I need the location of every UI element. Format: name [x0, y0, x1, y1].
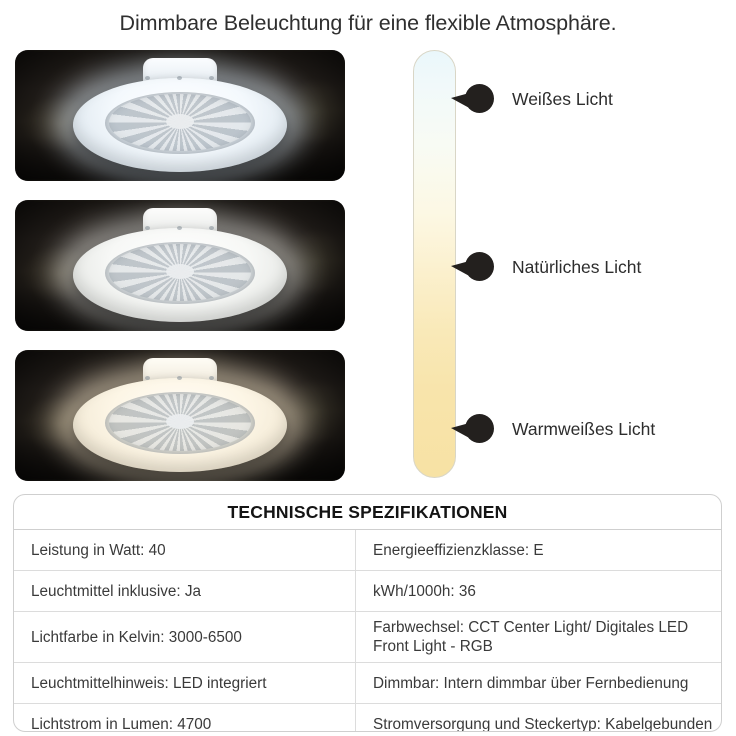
spec-text: kWh/1000h: 36 — [373, 582, 476, 600]
ceiling-fan-lamp — [55, 58, 305, 181]
product-photo-cool-white — [15, 50, 345, 181]
ceiling-fan-lamp — [55, 208, 305, 331]
table-row: Lichtfarbe in Kelvin: 3000-6500 Farbwech… — [14, 612, 721, 663]
spec-cell-bulb-included: Leuchtmittel inklusive: Ja — [14, 571, 356, 611]
scale-label-warm-white-light: Warmweißes Licht — [512, 419, 656, 439]
table-row: Leistung in Watt: 40 Energieeffizienzkla… — [14, 530, 721, 571]
lamp-screw-icon — [209, 376, 214, 380]
spec-cell-energy-class: Energieeffizienzklasse: E — [356, 530, 721, 570]
spec-cell-luminous-flux: Lichtstrom in Lumen: 4700 — [14, 704, 356, 732]
lamp-screw-icon — [145, 376, 150, 380]
product-photo-neutral-white — [15, 200, 345, 331]
spec-cell-light-color-kelvin: Lichtfarbe in Kelvin: 3000-6500 — [14, 612, 356, 662]
spec-table-title: TECHNISCHE SPEZIFIKATIONEN — [14, 495, 721, 530]
page-title: Dimmbare Beleuchtung für eine flexible A… — [119, 11, 617, 35]
table-row: Leuchtmittelhinweis: LED integriert Dimm… — [14, 663, 721, 704]
lamp-screw-icon — [177, 376, 182, 380]
product-photo-warm-white — [15, 350, 345, 481]
lamp-screw-icon — [177, 226, 182, 230]
scale-label-white-light: Weißes Licht — [512, 89, 613, 109]
spec-text: Energieeffizienzklasse: E — [373, 541, 544, 559]
marker-dot-icon — [465, 414, 494, 443]
lamp-screw-icon — [145, 76, 150, 80]
spec-text: Lichtstrom in Lumen: 4700 — [31, 715, 212, 732]
spec-text: Leuchtmittel inklusive: Ja — [31, 582, 202, 600]
color-temperature-scale: Weißes Licht Natürliches Licht Warmweiße… — [405, 46, 736, 484]
spec-text: Leistung in Watt: 40 — [31, 541, 166, 559]
lamp-fan-hub — [166, 264, 194, 279]
spec-cell-kwh: kWh/1000h: 36 — [356, 571, 721, 611]
ceiling-fan-lamp — [55, 358, 305, 481]
technical-specifications-table: TECHNISCHE SPEZIFIKATIONEN Leistung in W… — [13, 494, 722, 732]
spec-text: Lichtfarbe in Kelvin: 3000-6500 — [31, 628, 242, 646]
lamp-fan-hub — [166, 114, 194, 129]
spec-cell-bulb-note: Leuchtmittelhinweis: LED integriert — [14, 663, 356, 703]
spec-text: Dimmbar: Intern dimmbar über Fernbedienu… — [373, 674, 689, 692]
scale-marker-warm-white-light: Warmweißes Licht — [451, 414, 655, 444]
spec-text: Leuchtmittelhinweis: LED integriert — [31, 674, 267, 692]
product-photo-gallery — [15, 50, 345, 482]
marker-dot-icon — [465, 252, 494, 281]
lamp-screw-icon — [209, 226, 214, 230]
spec-cell-dimmable: Dimmbar: Intern dimmbar über Fernbedienu… — [356, 663, 721, 703]
scale-marker-natural-light: Natürliches Licht — [451, 252, 641, 282]
lamp-screw-icon — [145, 226, 150, 230]
spec-text: Stromversorgung und Steckertyp: Kabelgeb… — [373, 715, 713, 732]
spec-text: Farbwechsel: CCT Center Light/ Digitales… — [373, 619, 689, 655]
scale-label-natural-light: Natürliches Licht — [512, 257, 642, 277]
spec-cell-color-change: Farbwechsel: CCT Center Light/ Digitales… — [356, 612, 721, 662]
lamp-screw-icon — [177, 76, 182, 80]
table-row: Leuchtmittel inklusive: Ja kWh/1000h: 36 — [14, 571, 721, 612]
table-row: Lichtstrom in Lumen: 4700 Stromversorgun… — [14, 704, 721, 732]
color-temperature-gradient-bar — [413, 50, 456, 478]
lamp-screw-icon — [209, 76, 214, 80]
spec-cell-power: Leistung in Watt: 40 — [14, 530, 356, 570]
scale-marker-white-light: Weißes Licht — [451, 84, 613, 114]
lamp-fan-hub — [166, 414, 194, 429]
marker-dot-icon — [465, 84, 494, 113]
spec-cell-power-supply: Stromversorgung und Steckertyp: Kabelgeb… — [356, 704, 721, 732]
